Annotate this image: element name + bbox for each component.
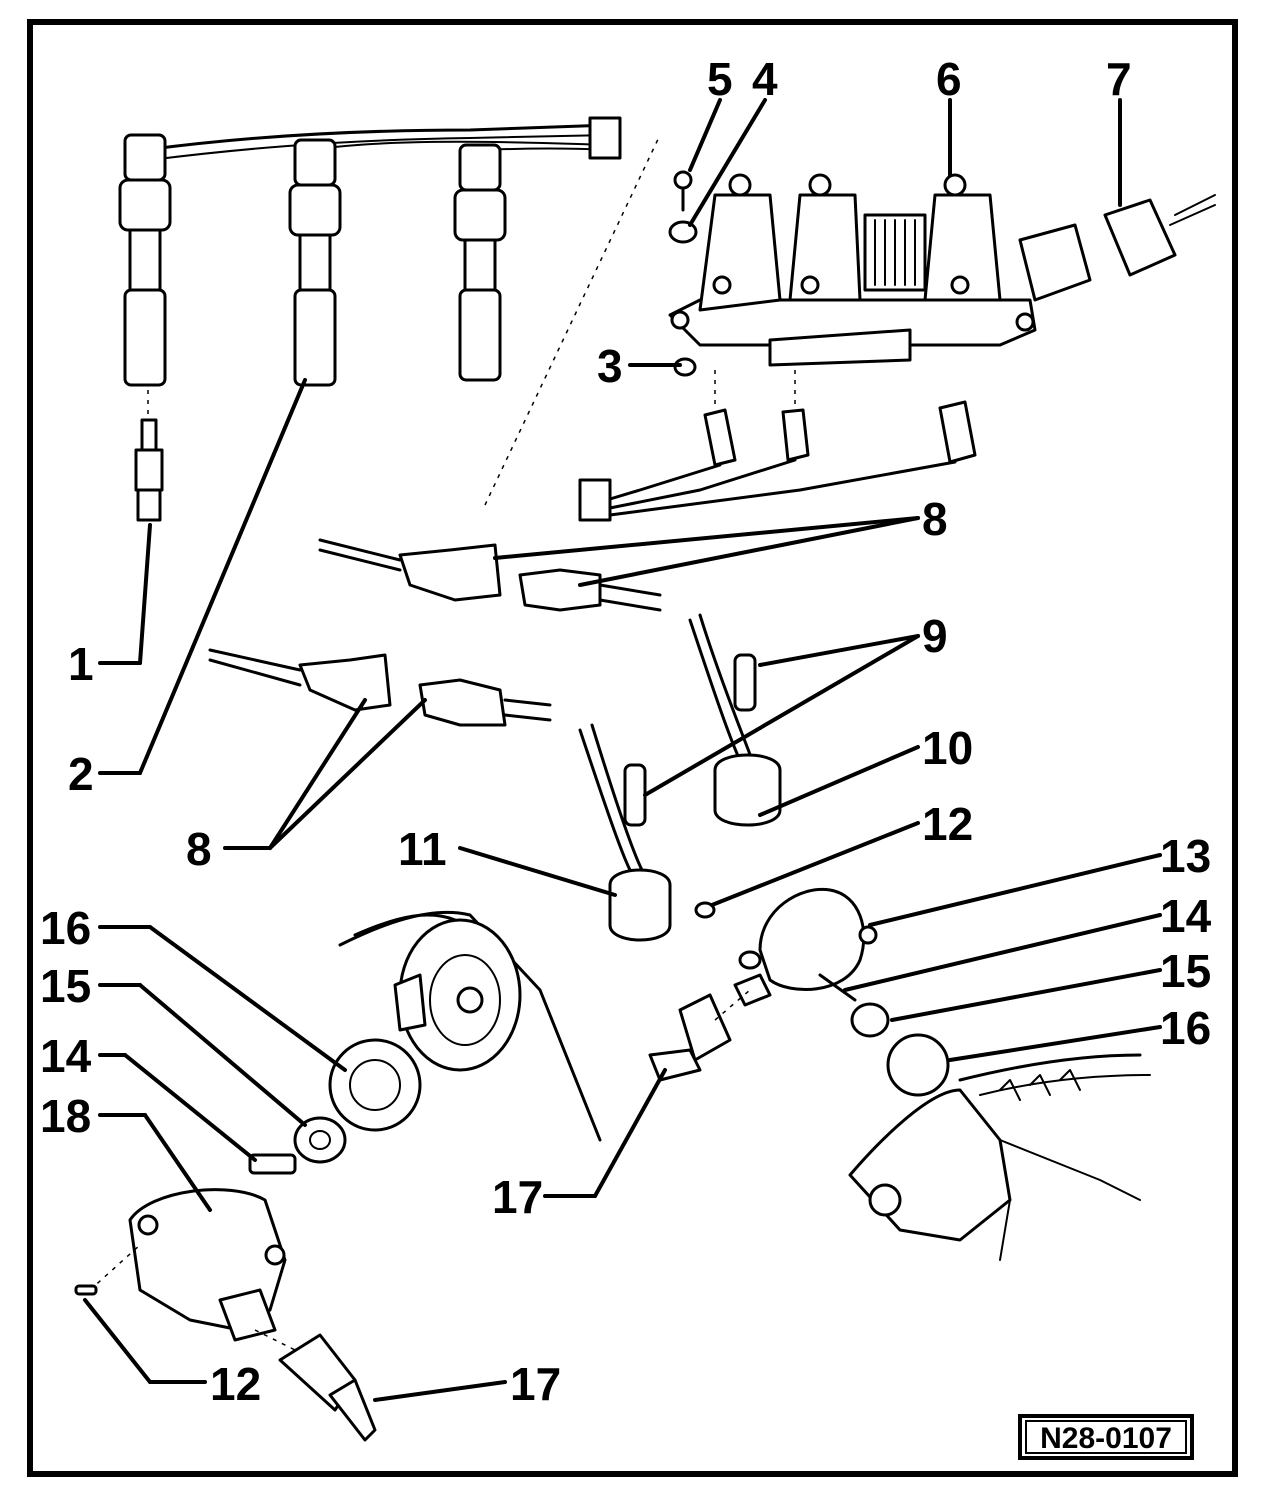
- callout-8a: 8: [922, 493, 948, 545]
- callout-14b: 14: [40, 1030, 92, 1082]
- seal-ring-left: [328, 1038, 422, 1132]
- callout-10: 10: [922, 722, 973, 774]
- callout-3: 3: [597, 340, 623, 392]
- coil-bolt: [673, 170, 693, 212]
- engine-housing-right: [848, 1053, 1151, 1261]
- knock-sensor-1: [688, 613, 782, 827]
- callout-15b: 15: [40, 960, 91, 1012]
- callout-5: 5: [707, 53, 733, 105]
- ignition-coil-module: [668, 173, 1092, 367]
- callout-17a: 17: [492, 1171, 543, 1223]
- callout-8b: 8: [186, 823, 212, 875]
- connector-pair-upper: [318, 538, 662, 612]
- callout-labels: 1 2 3 4 5 6 7 8 8 9 10 11 12 12 13 14 14…: [40, 53, 1212, 1410]
- callout-7: 7: [1106, 53, 1132, 105]
- spark-plug-wire-set: [118, 116, 622, 387]
- reference-code: N28-0107: [1040, 1422, 1172, 1455]
- connector-pair-lower: [208, 648, 552, 727]
- coil-harness: [484, 134, 977, 522]
- coil-connector: [1103, 194, 1216, 277]
- callout-16b: 16: [40, 902, 91, 954]
- callout-13: 13: [1160, 830, 1211, 882]
- callout-16a: 16: [1160, 1002, 1211, 1054]
- sensor-housing: [74, 1188, 287, 1342]
- callout-12a: 12: [922, 798, 973, 850]
- engine-housing-left: [338, 910, 602, 1142]
- seal-ring-right: [850, 1002, 890, 1038]
- washer-left: [293, 1116, 347, 1164]
- callout-1: 1: [68, 638, 94, 690]
- callout-12b: 12: [210, 1358, 261, 1410]
- washer-right: [886, 1033, 950, 1097]
- spark-plug: [134, 390, 164, 522]
- speed-sensor-upper: [648, 989, 751, 1082]
- callout-17b: 17: [510, 1358, 561, 1410]
- callout-4: 4: [752, 53, 778, 105]
- pin-left: [248, 1153, 297, 1175]
- coil-nut: [668, 220, 698, 244]
- diagram-frame: [27, 19, 1238, 1477]
- knock-sensor-2: [578, 723, 672, 942]
- callout-15a: 15: [1160, 945, 1211, 997]
- leader-lines: [83, 98, 1162, 1402]
- callout-11: 11: [398, 823, 447, 875]
- speed-sensor-lower: [254, 1329, 377, 1442]
- callout-18: 18: [40, 1090, 91, 1142]
- callout-14a: 14: [1160, 890, 1212, 942]
- callout-6: 6: [936, 53, 962, 105]
- sender-assembly: [694, 887, 878, 1007]
- callout-2: 2: [68, 748, 94, 800]
- callout-9: 9: [922, 610, 948, 662]
- reference-code-box: N28-0107: [1018, 1414, 1194, 1460]
